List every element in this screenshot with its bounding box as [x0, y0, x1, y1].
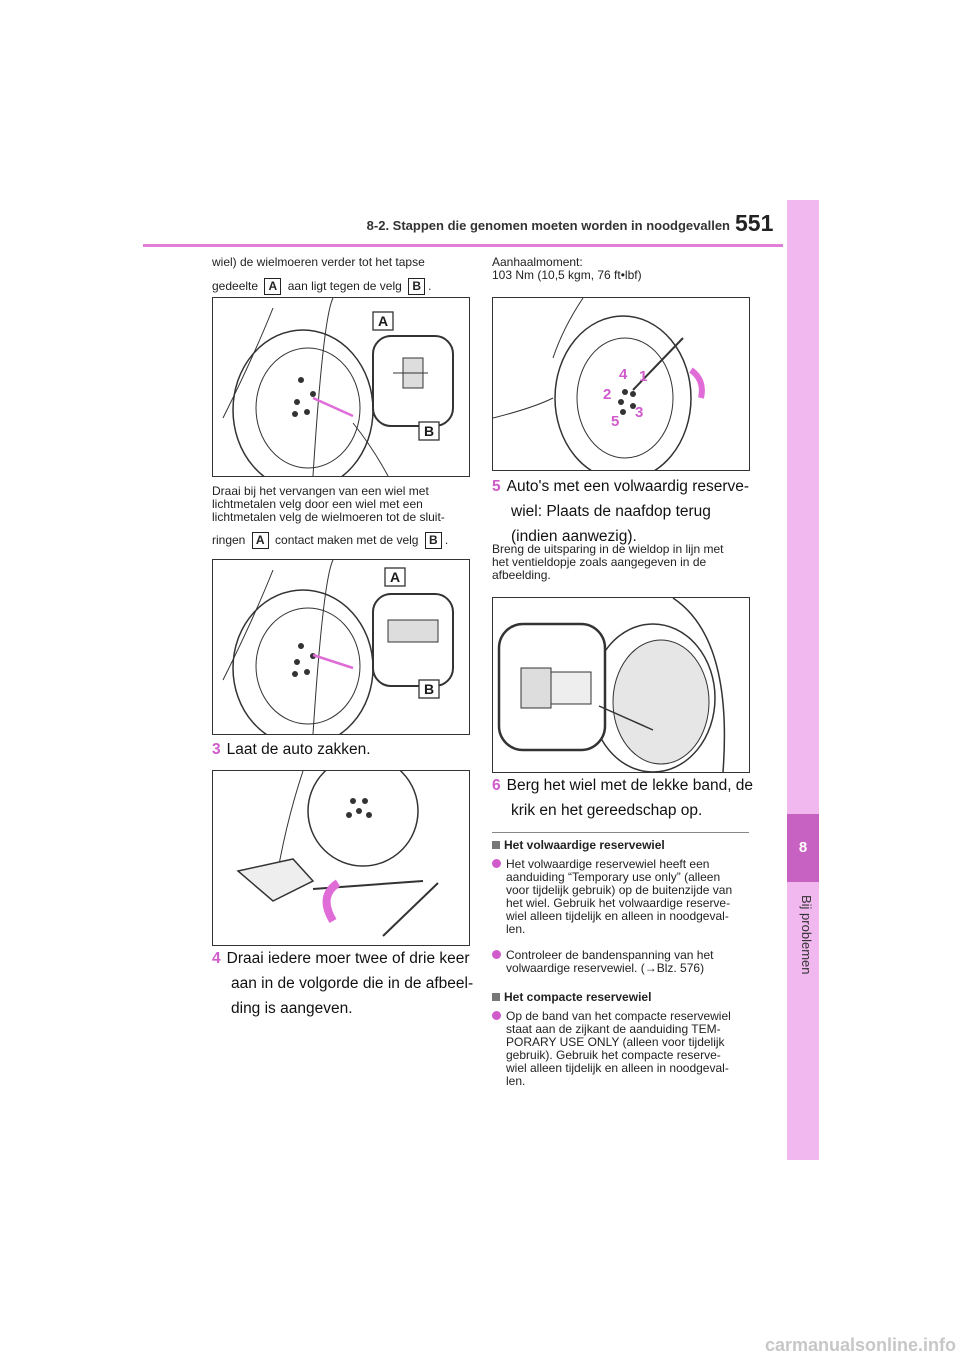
step-4-number: 4: [212, 950, 221, 967]
circle-bullet-icon: [492, 1011, 501, 1020]
chapter-tab: [787, 200, 819, 1160]
circle-bullet-icon: [492, 859, 501, 868]
label-b-box: B: [424, 532, 442, 549]
watermark: carmanualsonline.info: [764, 1335, 956, 1355]
bullet-full-spare-pressure: Controleer de bandenspanning van het vol…: [492, 949, 762, 975]
figure1-label-a: A: [377, 313, 389, 329]
step-3-number: 3: [212, 741, 221, 758]
section-heading-full-spare: Het volwaardige reservewiel: [492, 839, 762, 852]
bullet-full-spare-marking: Het volwaardige reservewiel heeft een aa…: [492, 858, 762, 936]
step-5-number: 5: [492, 478, 501, 495]
page-number: 551: [735, 210, 774, 236]
sequence-5: 5: [611, 413, 620, 430]
chapter-number[interactable]: 8: [787, 814, 819, 882]
figure-alloy-nut: A B: [212, 559, 470, 735]
figure-tightening-sequence: 1 2 3 4 5: [492, 297, 750, 471]
sequence-1: 1: [639, 368, 648, 385]
header-rule: [143, 244, 783, 247]
figure-hubcap-alignment: [492, 597, 750, 773]
bullet-compact-spare: Op de band van het compacte reservewiel …: [492, 1010, 762, 1088]
label-a-box: A: [264, 278, 282, 295]
square-bullet-icon: [492, 993, 500, 1001]
section-title: 8-2. Stappen die genomen moeten worden i…: [366, 218, 730, 233]
section-divider: [492, 832, 749, 833]
section-heading-compact-spare: Het compacte reservewiel: [492, 991, 762, 1004]
sequence-4: 4: [619, 366, 628, 383]
figure2-label-a: A: [389, 569, 401, 585]
circle-bullet-icon: [492, 950, 501, 959]
label-b-box: B: [408, 278, 426, 295]
sequence-3: 3: [635, 404, 644, 421]
square-bullet-icon: [492, 841, 500, 849]
label-a-box: A: [251, 532, 269, 549]
sequence-2: 2: [603, 386, 612, 403]
alloy-wheel-text: Draai bij het vervangen van een wiel met…: [212, 484, 449, 549]
figure-tapered-nut: A B: [212, 297, 470, 477]
torque-spec: Aanhaalmoment: 103 Nm (10,5 kgm, 76 ft•l…: [492, 255, 642, 282]
hubcap-text: Breng de uitsparing in de wieldop in lij…: [492, 542, 724, 582]
figure1-label-b: B: [423, 423, 435, 439]
step-6-number: 6: [492, 777, 501, 794]
intro-text: wiel) de wielmoeren verder tot het tapse…: [212, 255, 432, 295]
figure-lower-car: [212, 770, 470, 946]
chapter-label: Bij problemen: [799, 895, 814, 975]
figure2-label-b: B: [423, 681, 435, 697]
